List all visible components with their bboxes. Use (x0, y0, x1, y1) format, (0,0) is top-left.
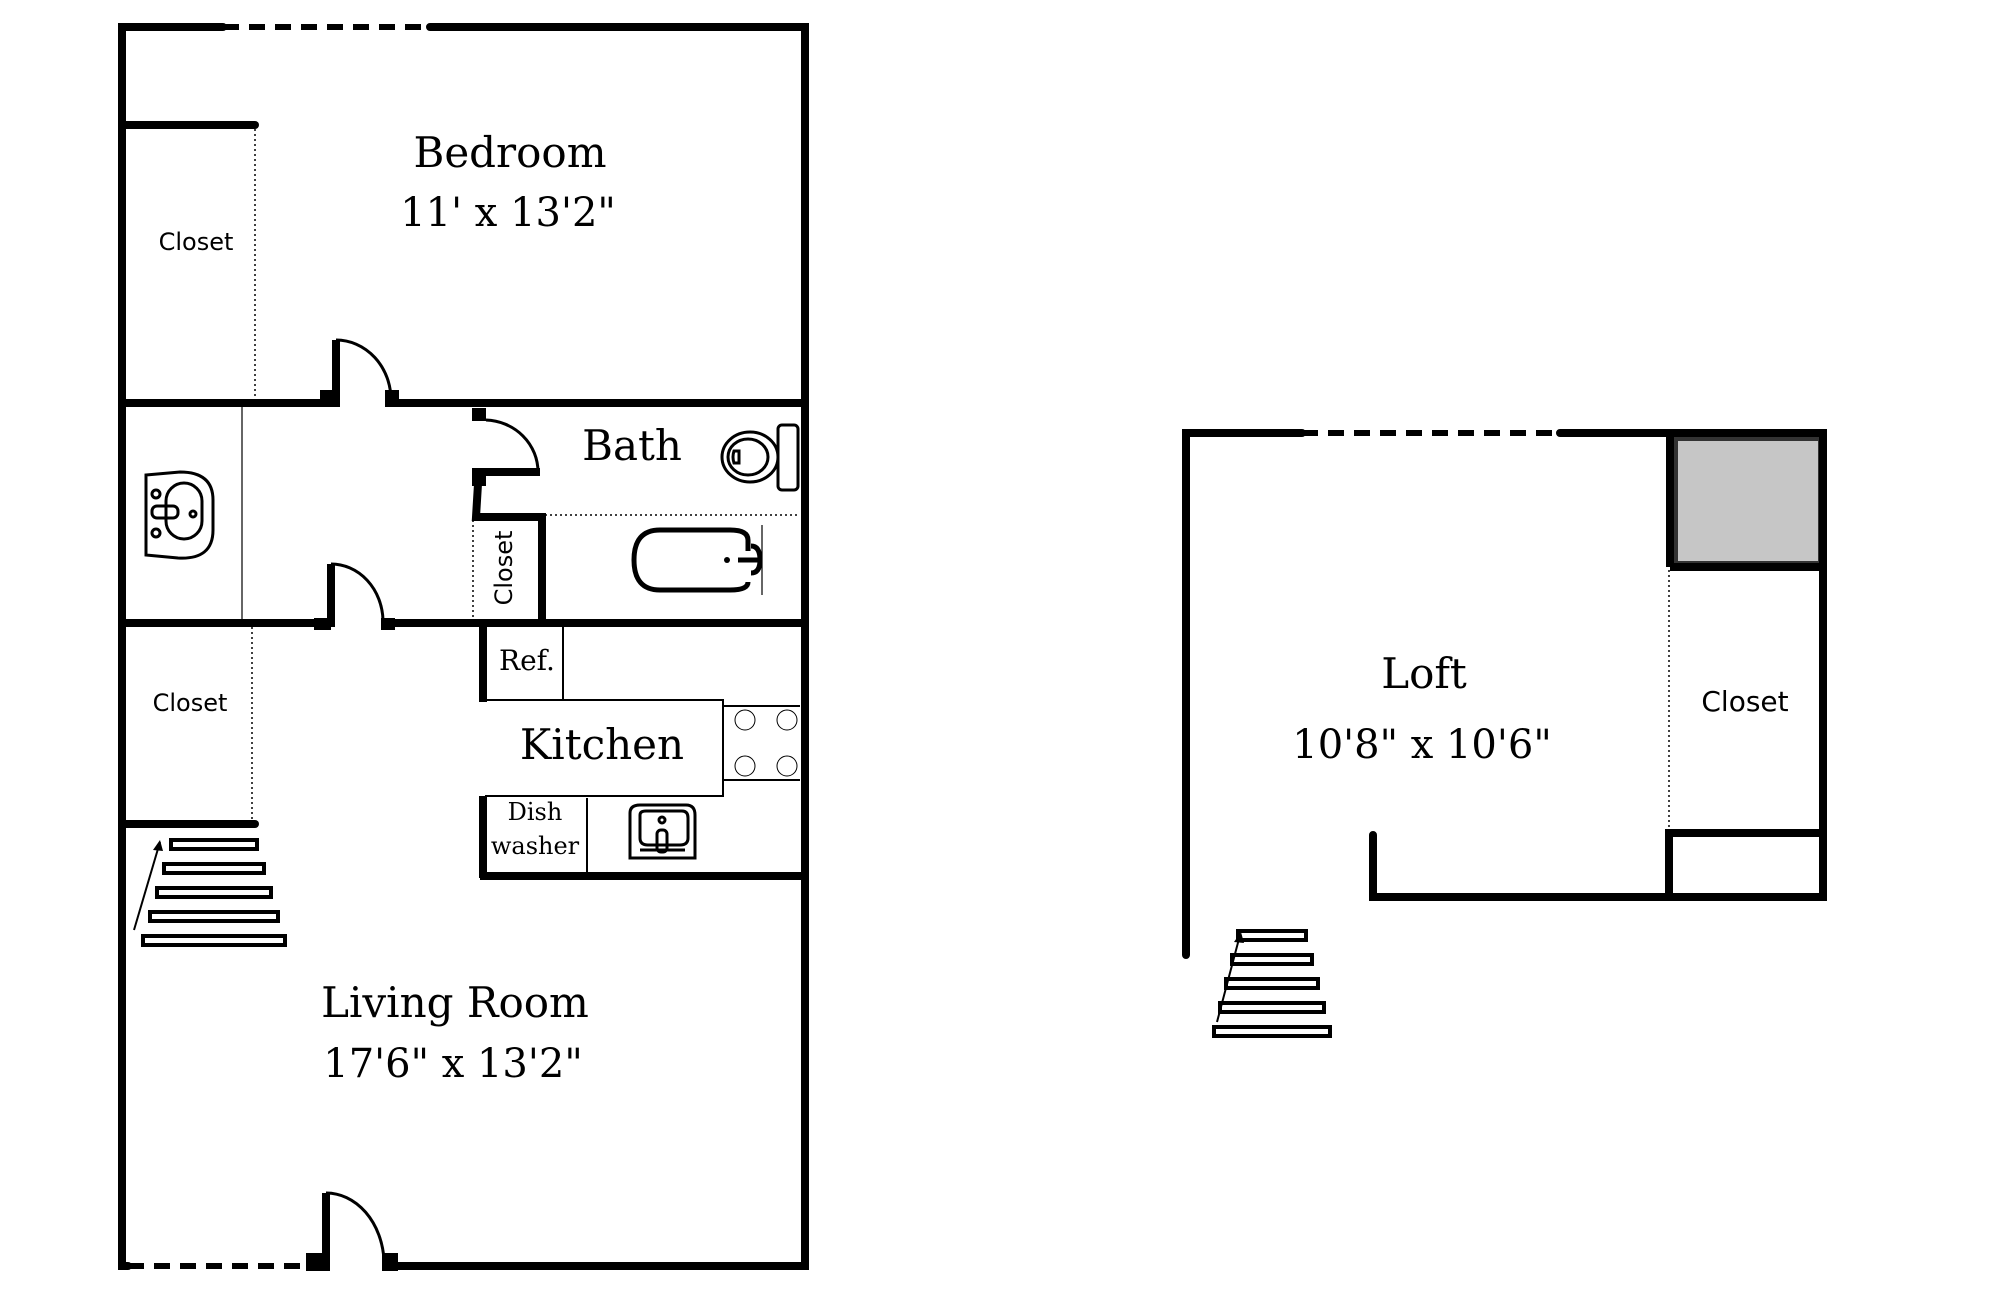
hall-closet: Closet (471, 483, 546, 620)
entry-door[interactable] (306, 1191, 398, 1271)
bedroom-dimensions: 11' x 13'2" (400, 190, 616, 236)
kitchen-sink-icon (628, 803, 697, 860)
vanity-sink-icon (144, 470, 215, 560)
loft-closet-label: Closet (1701, 685, 1788, 718)
hall-closet-label: Closet (490, 531, 518, 606)
toilet-icon (720, 423, 800, 492)
living-closet: Closet (118, 627, 259, 828)
bath-name: Bath (582, 421, 682, 470)
vanity (144, 407, 243, 619)
stairs-icon (1212, 929, 1332, 1038)
living-closet-label: Closet (153, 689, 228, 717)
bedroom-closet: Closet (118, 121, 259, 400)
outer-walls (118, 23, 809, 1270)
dishwasher-label-line1: Dish (508, 798, 563, 826)
hall-door[interactable] (122, 562, 805, 630)
bath: Bath (545, 421, 800, 595)
loft-name: Loft (1381, 649, 1467, 698)
bathtub-icon (631, 525, 763, 595)
living-room-name: Living Room (321, 978, 589, 1027)
stove-icon (723, 705, 800, 781)
kitchen: Ref. Kitchen Dish washer (479, 627, 805, 880)
bedroom-closet-label: Closet (159, 228, 234, 256)
bedroom-name: Bedroom (413, 128, 606, 177)
refrigerator-label: Ref. (499, 644, 555, 677)
kitchen-name: Kitchen (520, 720, 684, 769)
living-room-dimensions: 17'6" x 13'2" (323, 1041, 582, 1087)
shaded-storage-area (1670, 433, 1826, 569)
stairs-icon (133, 838, 287, 947)
dishwasher-label-line2: washer (491, 832, 580, 860)
bedroom-door[interactable] (122, 338, 805, 407)
loft-dimensions: 10'8" x 10'6" (1292, 722, 1551, 768)
main-level: Closet Bedroom 11' x 13'2" (118, 23, 809, 1271)
loft-level: Closet Loft 10'8" x 10'6" (1182, 429, 1827, 1038)
bath-door[interactable] (472, 408, 540, 486)
